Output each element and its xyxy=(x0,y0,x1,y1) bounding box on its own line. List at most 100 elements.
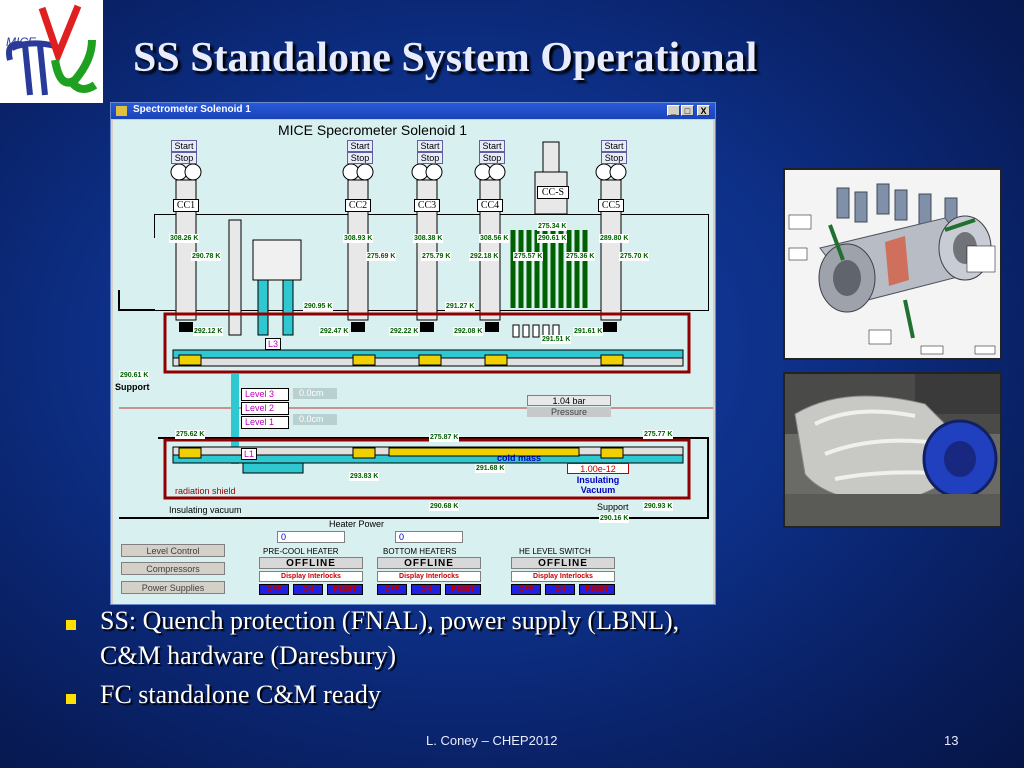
cryostat-schematic xyxy=(118,141,713,519)
pressure-label: Pressure xyxy=(527,407,611,417)
temp-readout: 275.79 K xyxy=(421,252,452,261)
he-on-button[interactable]: ON xyxy=(545,584,575,595)
app-icon xyxy=(116,106,127,116)
temp-readout: 292.18 K xyxy=(469,252,500,261)
maximize-button[interactable]: □ xyxy=(681,105,694,116)
bullet-marker xyxy=(66,620,76,630)
cc3-stop-button[interactable]: Stop xyxy=(417,152,443,164)
heater-power-input-1[interactable]: 0 xyxy=(277,531,345,543)
bottom-off-button[interactable]: OFF xyxy=(377,584,407,595)
temp-readout: 291.61 K xyxy=(573,327,604,336)
precool-heater-status: OFFLINE xyxy=(259,557,363,569)
level-1-label: Level 1 xyxy=(241,416,289,429)
cc4-stop-button[interactable]: Stop xyxy=(479,152,505,164)
cc1-start-button[interactable]: Start xyxy=(171,140,197,152)
bottom-heaters-title: BOTTOM HEATERS xyxy=(383,547,457,556)
precool-interlocks-button[interactable]: Display Interlocks xyxy=(259,571,363,582)
temp-readout: 308.38 K xyxy=(413,234,444,243)
pressure-value: 1.04 bar xyxy=(527,395,611,406)
bullet-marker xyxy=(66,694,76,704)
he-off-button[interactable]: OFF xyxy=(511,584,541,595)
temp-readout: 308.26 K xyxy=(169,234,200,243)
page-number: 13 xyxy=(944,733,959,748)
cc5-start-button[interactable]: Start xyxy=(601,140,627,152)
level-3-value: 0.0cm xyxy=(293,388,337,399)
bottom-interlocks-button[interactable]: Display Interlocks xyxy=(377,571,481,582)
l3-label: L3 xyxy=(265,338,282,350)
precool-off-button[interactable]: OFF xyxy=(259,584,289,595)
temp-readout: 290.61 K xyxy=(119,371,150,380)
spectrometer-window: Spectrometer Solenoid 1 _ □ X MICE Specr… xyxy=(110,102,716,605)
precool-on-button[interactable]: ON xyxy=(293,584,323,595)
insulating-vacuum-label: Insulating vacuum xyxy=(169,505,242,515)
coil-label-cc1: CC1 xyxy=(173,199,199,212)
compressors-button[interactable]: Compressors xyxy=(121,562,225,575)
temp-readout: 308.93 K xyxy=(343,234,374,243)
cc2-stop-button[interactable]: Stop xyxy=(347,152,373,164)
coil-label-cc2: CC2 xyxy=(345,199,371,212)
temp-readout: 275.36 K xyxy=(565,252,596,261)
cold-mass-label: cold mass xyxy=(497,453,542,463)
level-1-value: 0.0cm xyxy=(293,414,337,425)
temp-readout: 290.68 K xyxy=(429,502,460,511)
temp-readout: 275.70 K xyxy=(619,252,650,261)
temp-readout: 290.61 K xyxy=(537,234,568,243)
control-panel: MICE Specrometer Solenoid 1 xyxy=(113,120,713,604)
bottom-reset-button[interactable]: RESET xyxy=(445,584,481,595)
power-supplies-button[interactable]: Power Supplies xyxy=(121,581,225,594)
precool-reset-button[interactable]: RESET xyxy=(327,584,363,595)
level-control-button[interactable]: Level Control xyxy=(121,544,225,557)
cc4-start-button[interactable]: Start xyxy=(479,140,505,152)
panel-title: MICE Specrometer Solenoid 1 xyxy=(278,122,468,138)
temp-readout: 289.80 K xyxy=(599,234,630,243)
heater-power-input-2[interactable]: 0 xyxy=(395,531,463,543)
close-button[interactable]: X xyxy=(697,105,710,116)
support-label: Support xyxy=(115,382,150,392)
temp-readout: 292.22 K xyxy=(389,327,420,336)
slide-footer: L. Coney – CHEP2012 xyxy=(426,733,558,748)
level-3-label: Level 3 xyxy=(241,388,289,401)
temp-readout: 290.78 K xyxy=(191,252,222,261)
he-level-switch-title: HE LEVEL SWITCH xyxy=(519,547,591,556)
cc3-start-button[interactable]: Start xyxy=(417,140,443,152)
vacuum-value: 1.00e-12 xyxy=(567,463,629,474)
bullet-text: SS: Quench protection (FNAL), power supp… xyxy=(100,606,680,635)
window-titlebar: Spectrometer Solenoid 1 _ □ X xyxy=(111,103,715,119)
temp-readout: 275.77 K xyxy=(643,430,674,439)
level-2-label: Level 2 xyxy=(241,402,289,415)
slide-title: SS Standalone System Operational xyxy=(133,35,758,81)
coil-label-cc3: CC3 xyxy=(414,199,440,212)
temp-readout: 275.87 K xyxy=(429,433,460,442)
bullet-text-continued: C&M hardware (Daresbury) xyxy=(100,641,397,670)
temp-readout: 292.47 K xyxy=(319,327,350,336)
temp-readout: 293.83 K xyxy=(349,472,380,481)
coil-label-cc-s: CC-S xyxy=(537,186,569,199)
radiation-shield-label: radiation shield xyxy=(175,486,236,496)
temp-readout: 291.27 K xyxy=(445,302,476,311)
l1-label: L1 xyxy=(241,448,258,460)
logo-text: MICE xyxy=(6,35,37,49)
bullet-text: FC standalone C&M ready xyxy=(100,680,381,709)
temp-readout: 291.68 K xyxy=(475,464,506,473)
he-reset-button[interactable]: RESET xyxy=(579,584,615,595)
mice-logo: MICE xyxy=(0,0,103,103)
coil-label-cc4: CC4 xyxy=(477,199,503,212)
window-title: Spectrometer Solenoid 1 xyxy=(133,104,251,115)
temp-readout: 275.34 K xyxy=(537,222,568,231)
minimize-button[interactable]: _ xyxy=(667,105,680,116)
coil-label-cc5: CC5 xyxy=(598,199,624,212)
temp-readout: 290.95 K xyxy=(303,302,334,311)
cc5-stop-button[interactable]: Stop xyxy=(601,152,627,164)
solenoid-cad-image xyxy=(783,168,1002,360)
temp-readout: 275.69 K xyxy=(366,252,397,261)
bottom-on-button[interactable]: ON xyxy=(411,584,441,595)
bottom-heaters-status: OFFLINE xyxy=(377,557,481,569)
cc2-start-button[interactable]: Start xyxy=(347,140,373,152)
temp-readout: 275.62 K xyxy=(175,430,206,439)
he-interlocks-button[interactable]: Display Interlocks xyxy=(511,571,615,582)
temp-readout: 292.08 K xyxy=(453,327,484,336)
he-level-switch-status: OFFLINE xyxy=(511,557,615,569)
temp-readout: 291.51 K xyxy=(541,335,572,344)
cc1-stop-button[interactable]: Stop xyxy=(171,152,197,164)
temp-readout: 290.93 K xyxy=(643,502,674,511)
